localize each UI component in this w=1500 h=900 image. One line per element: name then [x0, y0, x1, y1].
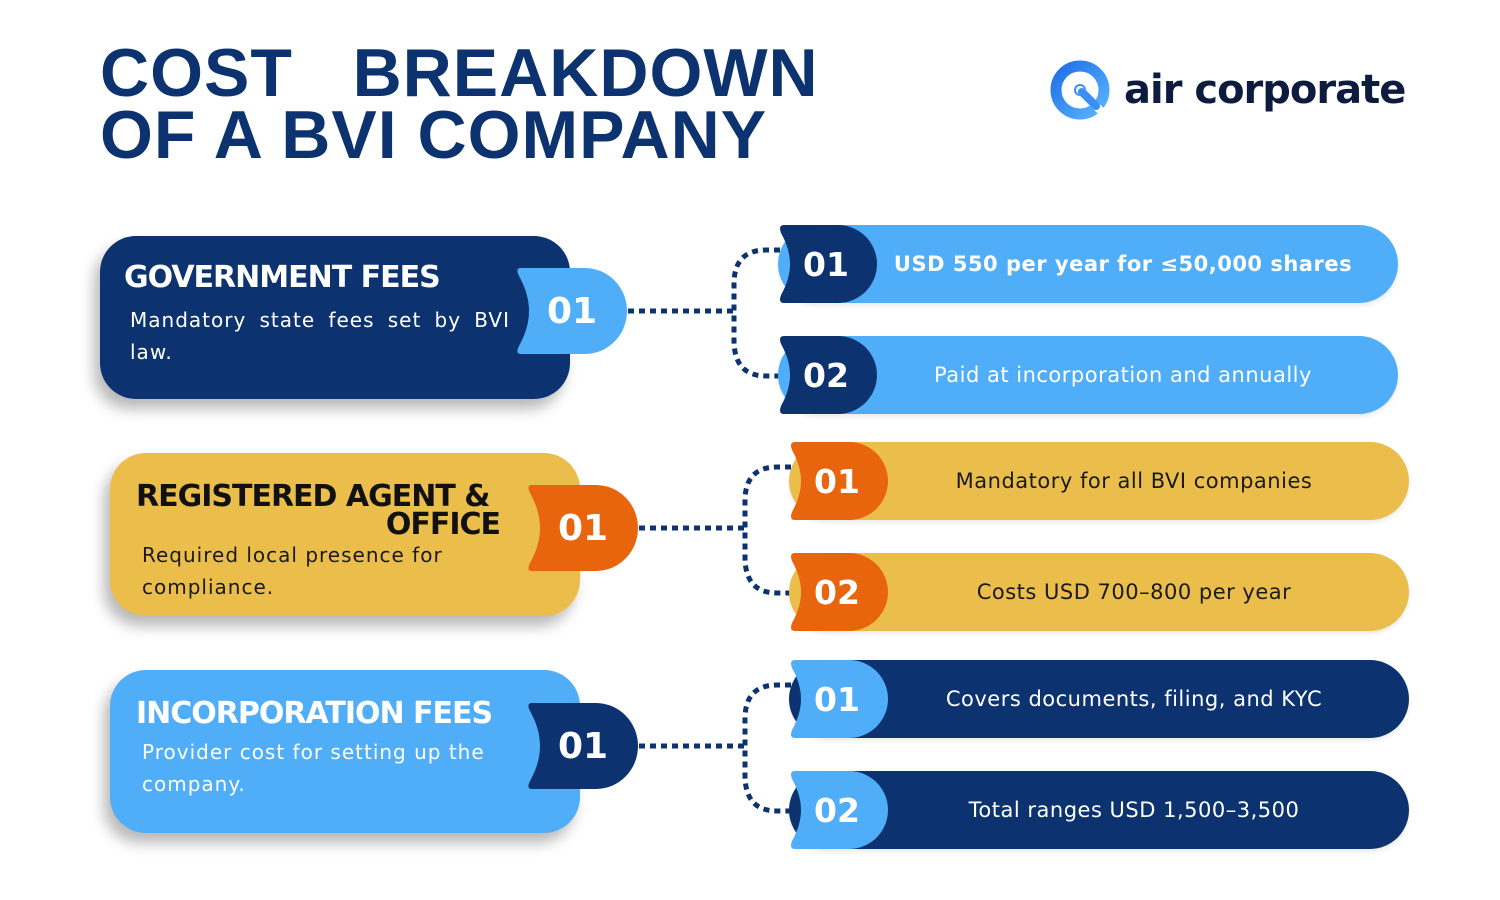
- government-fees-card: GOVERNMENT FEES Mandatory state fees set…: [100, 236, 570, 399]
- dotted-connector: [628, 247, 791, 379]
- point-pill: 01 USD 550 per year for ≤50,000 shares: [778, 225, 1398, 303]
- card-title: GOVERNMENT FEES: [124, 260, 441, 295]
- point-badge: 01: [778, 225, 878, 303]
- point-text: Mandatory for all BVI companies: [955, 469, 1313, 493]
- point-number: 01: [803, 244, 849, 284]
- point-badge: 01: [789, 442, 889, 520]
- registered-agent-card: REGISTERED AGENT & OFFICE Required local…: [110, 453, 580, 616]
- section-tab: 01: [526, 485, 638, 571]
- title-line-1: COST BREAKDOWN: [100, 35, 819, 111]
- point-badge: 02: [789, 771, 889, 849]
- card-title: INCORPORATION FEES: [136, 696, 493, 731]
- point-pill: 01 Covers documents, filing, and KYC: [789, 660, 1409, 738]
- point-text: Costs USD 700–800 per year: [976, 580, 1292, 604]
- tab-number: 01: [557, 507, 609, 549]
- air-corporate-logo-icon: [1050, 60, 1110, 120]
- title-line-2: OF A BVI COMPANY: [100, 97, 768, 173]
- point-pill: 02 Costs USD 700–800 per year: [789, 553, 1409, 631]
- dotted-connector: [639, 682, 802, 814]
- card-description: Mandatory state fees set by BVI law.: [130, 308, 510, 364]
- point-text: Covers documents, filing, and KYC: [945, 687, 1323, 711]
- card-title: REGISTERED AGENT & OFFICE: [136, 479, 501, 542]
- point-text: USD 550 per year for ≤50,000 shares: [893, 252, 1353, 276]
- card-description: Required local presence for compliance.: [142, 543, 443, 599]
- point-text: Paid at incorporation and annually: [934, 363, 1312, 387]
- card-title-line-2: OFFICE: [385, 507, 501, 542]
- point-badge: 01: [789, 660, 889, 738]
- brand-logo: air corporate: [1050, 58, 1406, 122]
- dotted-connector: [639, 464, 802, 596]
- card-title-line-1: REGISTERED AGENT &: [136, 479, 490, 514]
- point-pill: 02 Total ranges USD 1,500–3,500: [789, 771, 1409, 849]
- tab-number: 01: [557, 725, 609, 767]
- point-pill: 02 Paid at incorporation and annually: [778, 336, 1398, 414]
- point-badge: 02: [778, 336, 878, 414]
- point-text: Total ranges USD 1,500–3,500: [968, 798, 1300, 822]
- point-number: 02: [814, 572, 860, 612]
- tab-number: 01: [546, 290, 598, 332]
- point-number: 01: [814, 679, 860, 719]
- incorporation-fees-card: INCORPORATION FEES Provider cost for set…: [110, 670, 580, 833]
- logo-text: air corporate: [1124, 67, 1406, 113]
- point-badge: 02: [789, 553, 889, 631]
- page-title: COST BREAKDOWN OF A BVI COMPANY: [100, 35, 819, 173]
- point-number: 02: [803, 355, 849, 395]
- point-number: 01: [814, 461, 860, 501]
- section-tab: 01: [526, 703, 638, 789]
- card-description: Provider cost for setting up the company…: [142, 740, 485, 796]
- section-tab: 01: [515, 268, 627, 354]
- point-number: 02: [814, 790, 860, 830]
- point-pill: 01 Mandatory for all BVI companies: [789, 442, 1409, 520]
